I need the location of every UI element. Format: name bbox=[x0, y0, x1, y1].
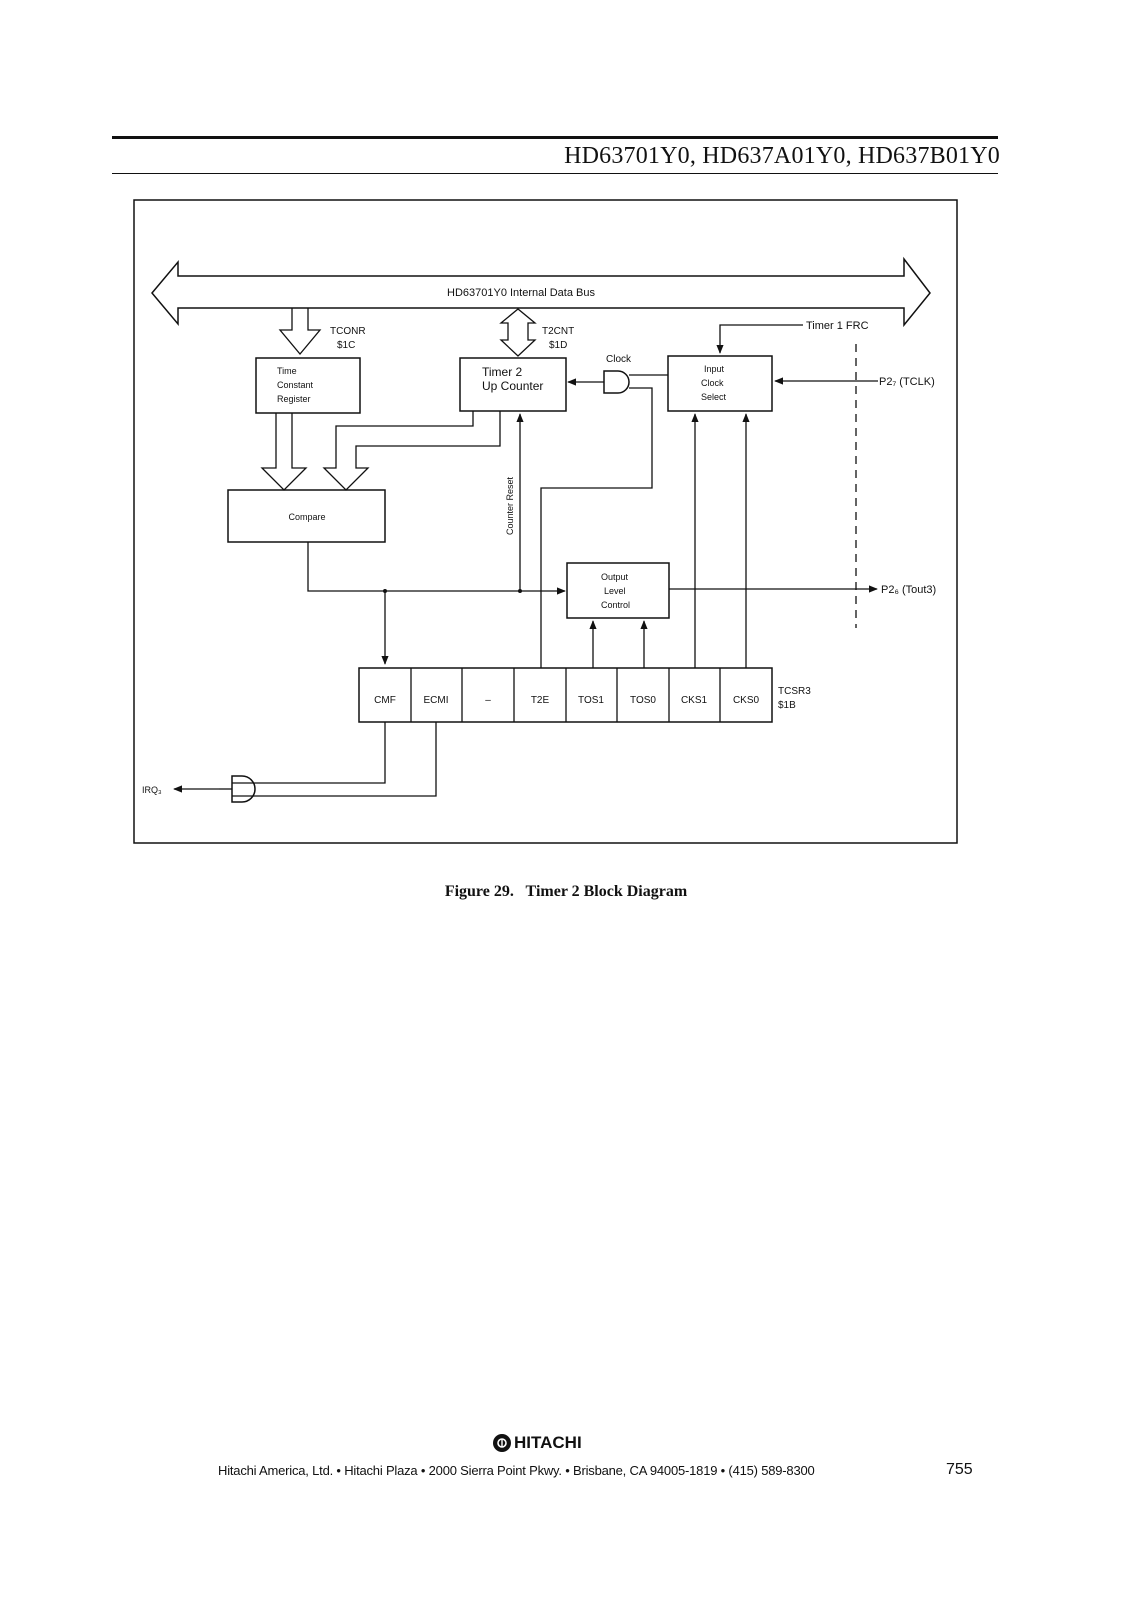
hitachi-logo-text: HITACHI bbox=[514, 1433, 582, 1452]
counter-to-compare-arrow bbox=[322, 411, 501, 491]
part-title: HD63701Y0, HD637A01Y0, HD637B01Y0 bbox=[564, 143, 1000, 169]
tcsr3-bit-t2e: T2E bbox=[531, 695, 550, 706]
t2e-enable-line bbox=[540, 387, 653, 668]
hitachi-logo-icon bbox=[493, 1434, 511, 1452]
tcsr3-bit-unused: – bbox=[485, 695, 491, 706]
hitachi-logo: HITACHI bbox=[493, 1433, 582, 1453]
counter-reset-label: Counter Reset bbox=[505, 476, 515, 535]
tcsr3-bit-cmf: CMF bbox=[374, 695, 396, 706]
t2cnt-address: $1D bbox=[549, 340, 567, 351]
ics-label-line1: Input bbox=[704, 364, 725, 374]
bus-label: HD63701Y0 Internal Data Bus bbox=[447, 287, 595, 299]
output-level-control-box bbox=[566, 562, 670, 619]
olc-label-line2: Level bbox=[604, 586, 626, 596]
olc-label-line3: Control bbox=[601, 600, 630, 610]
tcsr3-bit-cks0: CKS0 bbox=[733, 695, 760, 706]
clock-and-gate bbox=[603, 370, 630, 394]
tconr-arrow bbox=[278, 308, 322, 356]
clock-label: Clock bbox=[606, 354, 632, 365]
tcsr3-bit-tos1: TOS1 bbox=[578, 695, 604, 706]
t2cnt-arrow bbox=[499, 308, 537, 357]
tcr-label-line1: Time bbox=[277, 366, 297, 376]
tcr-label-line3: Register bbox=[277, 394, 311, 404]
compare-box bbox=[227, 489, 386, 543]
tcr-label-line2: Constant bbox=[277, 380, 314, 390]
tcsr3-label: TCSR3 bbox=[778, 686, 811, 697]
t2cnt-label: T2CNT bbox=[542, 326, 574, 337]
counter-label-line1: Timer 2 bbox=[482, 365, 523, 379]
compare-label: Compare bbox=[288, 512, 325, 522]
olc-label-line1: Output bbox=[601, 572, 629, 582]
tconr-label: TCONR bbox=[330, 326, 366, 337]
tcsr3-bit-cks1: CKS1 bbox=[681, 695, 708, 706]
timer1-frc-label: Timer 1 FRC bbox=[806, 320, 869, 332]
figure-frame bbox=[133, 199, 958, 844]
irq3-label: IRQ₃ bbox=[142, 785, 162, 795]
time-constant-register-box bbox=[255, 357, 361, 414]
ics-label-line3: Select bbox=[701, 392, 727, 402]
footer-address: Hitachi America, Ltd. • Hitachi Plaza • … bbox=[218, 1463, 815, 1478]
internal-data-bus: HD63701Y0 Internal Data Bus bbox=[151, 256, 931, 328]
header-rule-bottom bbox=[112, 173, 998, 174]
timer1-frc-line bbox=[716, 324, 803, 354]
page-number: 755 bbox=[946, 1461, 973, 1478]
tcsr3-register bbox=[358, 667, 773, 723]
p26-tout3-label: P2₆ (Tout3) bbox=[881, 584, 936, 596]
header-rule-top bbox=[112, 136, 998, 139]
figure-caption: Figure 29. Timer 2 Block Diagram bbox=[444, 883, 688, 900]
input-clock-select-box bbox=[667, 355, 773, 412]
junction-dot-reset bbox=[518, 589, 522, 593]
irq3-and-gate bbox=[231, 775, 256, 803]
p27-tclk-label: P2₇ (TCLK) bbox=[879, 376, 935, 388]
ecmi-to-gate-line bbox=[232, 722, 437, 797]
compare-output-line bbox=[307, 542, 566, 595]
counter-label-line2: Up Counter bbox=[482, 379, 543, 393]
timer2-up-counter-box bbox=[459, 357, 567, 412]
tcsr3-bit-ecmi: ECMI bbox=[424, 695, 449, 706]
tcsr3-address: $1B bbox=[778, 700, 796, 711]
tcr-to-compare-arrow bbox=[260, 413, 308, 491]
cmf-to-gate-line bbox=[232, 722, 386, 784]
tcsr3-bit-tos0: TOS0 bbox=[630, 695, 656, 706]
ics-label-line2: Clock bbox=[701, 378, 724, 388]
tconr-address: $1C bbox=[337, 340, 355, 351]
